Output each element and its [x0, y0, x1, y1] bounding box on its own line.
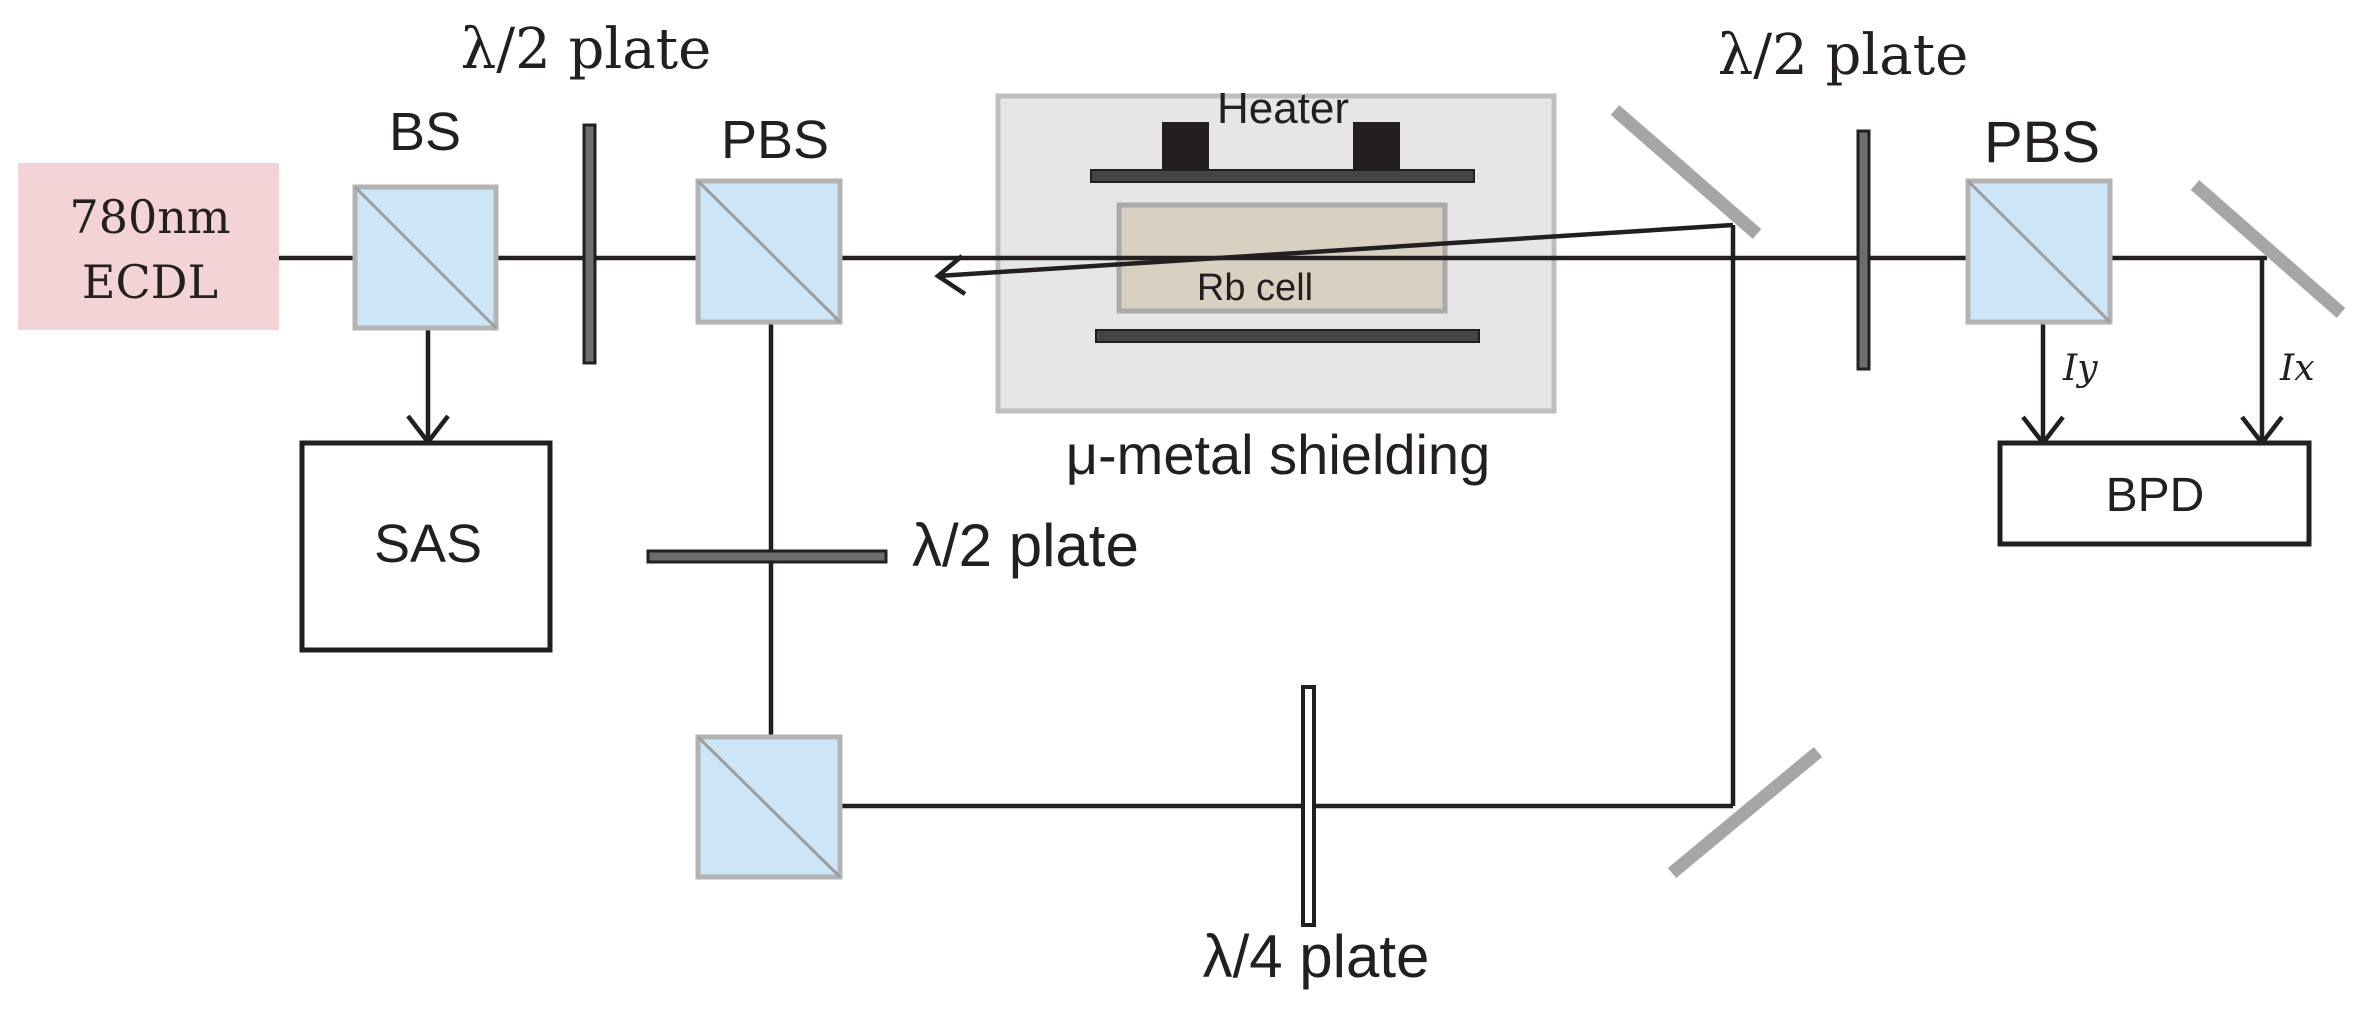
heater-block-right	[1353, 122, 1400, 174]
shielding-enclosure: Heater Rb cell	[995, 84, 1557, 414]
return-beam-arrowhead	[934, 254, 967, 296]
laser-source: 780nm ECDL	[18, 163, 279, 330]
half-plate-middle-label: λ/2 plate	[912, 512, 1139, 579]
heater-block-left	[1162, 122, 1209, 174]
laser-label-line2: ECDL	[82, 255, 218, 309]
heater-plate-bottom	[1095, 329, 1480, 343]
pbs-right-label: PBS	[1984, 110, 2100, 175]
half-wave-plate-left	[582, 123, 597, 365]
bpd-box: BPD	[1997, 440, 2312, 547]
sas-box: SAS	[299, 440, 553, 653]
iy-label: Iy	[2062, 348, 2098, 389]
rb-cell-label: Rb cell	[1197, 267, 1313, 309]
laser-label-line1: 780nm	[69, 190, 230, 244]
pbs-bottom-cube	[695, 734, 843, 880]
shielding-label: μ-metal shielding	[1066, 423, 1490, 486]
heater-label: Heater	[1217, 84, 1349, 133]
half-plate-top-left-label: λ/2 plate	[461, 17, 712, 82]
pbs-left-label: PBS	[721, 110, 829, 170]
pbs-left-cube	[695, 178, 843, 325]
mirror-top-middle	[1610, 105, 1762, 239]
quarter-plate-label: λ/4 plate	[1203, 923, 1430, 990]
half-plate-top-right-label: λ/2 plate	[1718, 23, 1969, 88]
half-wave-plate-middle	[646, 549, 888, 564]
mirror-top-right	[2190, 180, 2346, 318]
sas-label: SAS	[374, 514, 482, 574]
heater-plate-top	[1090, 169, 1475, 183]
beam-paths	[279, 222, 2284, 809]
ix-label: Ix	[2279, 348, 2315, 389]
laser-box	[18, 163, 279, 330]
bs-label: BS	[389, 102, 461, 162]
return-beam	[937, 222, 1734, 279]
mirror-bottom-middle	[1667, 746, 1823, 879]
bpd-label: BPD	[2106, 469, 2205, 522]
bs-cube	[352, 184, 499, 331]
pbs-right-cube	[1965, 178, 2113, 325]
quarter-wave-plate	[1301, 685, 1316, 927]
half-wave-plate-right	[1856, 129, 1871, 371]
